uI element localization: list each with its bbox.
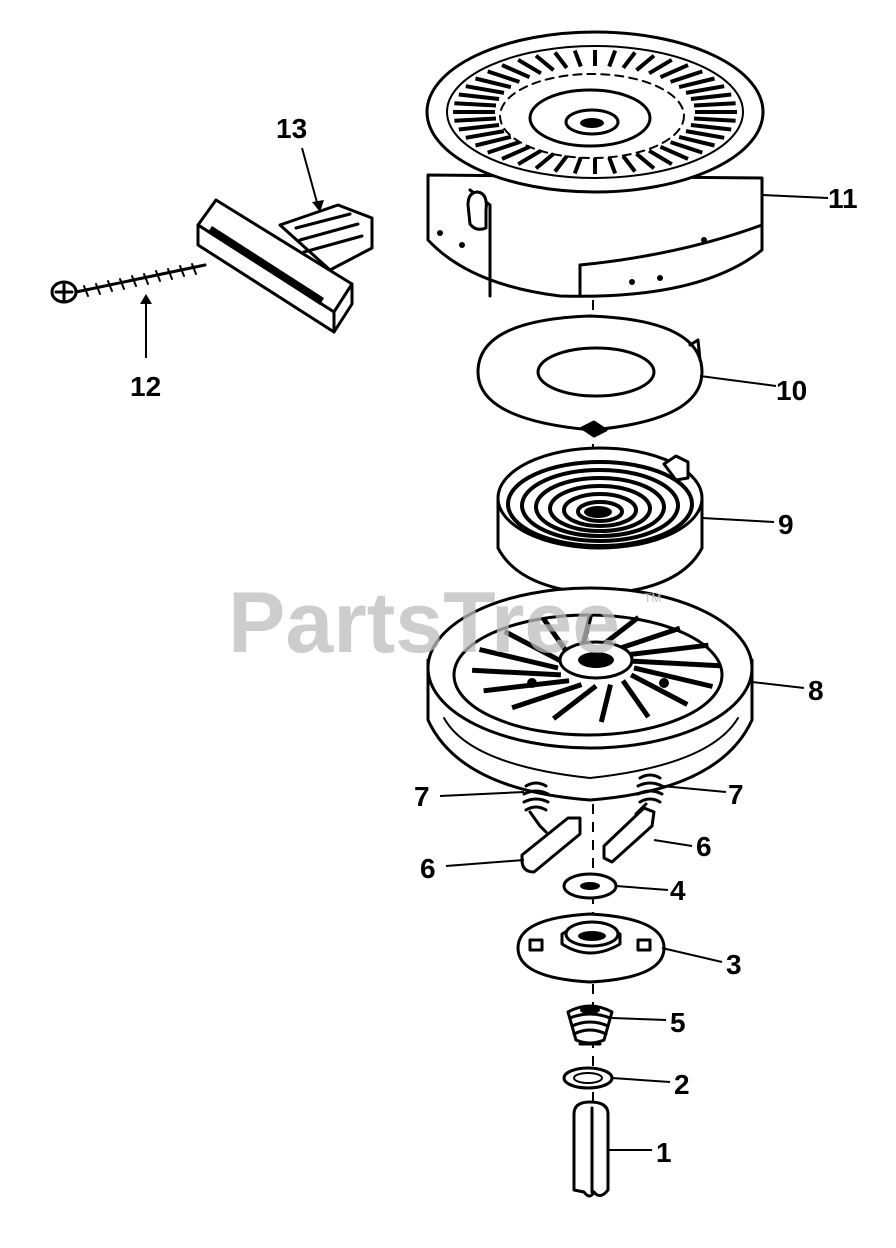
part-4-washer (562, 872, 618, 900)
housing-vent-slot (659, 144, 689, 161)
housing-vent-slot (693, 101, 736, 108)
callout-2: 2 (674, 1069, 690, 1100)
callout-7-left: 7 (414, 781, 430, 812)
housing-vent-slot (534, 152, 555, 170)
pulley-vane (633, 665, 714, 689)
housing-vent-slot (572, 49, 583, 68)
housing-vent-slot (607, 49, 618, 68)
pulley-vane (478, 647, 559, 671)
part-7-spring-left (522, 781, 550, 834)
spring-coil (562, 492, 638, 528)
callout-3: 3 (726, 949, 742, 980)
housing-vent-slot (517, 148, 542, 166)
housing-vent-slot (621, 51, 637, 70)
partstree-watermark: PartsTree TM (228, 575, 661, 671)
leader-lines (145, 147, 829, 1151)
housing-vent-slot (487, 69, 521, 84)
housing-vent-slot (572, 156, 583, 175)
callout-labels: 1 2 3 4 5 6 6 7 7 8 9 10 11 12 13 (130, 113, 858, 1168)
housing-vent-slot (517, 58, 542, 76)
watermark-text: PartsTree (228, 575, 620, 671)
pulley-vane (483, 678, 570, 694)
housing-vent-slot (458, 92, 500, 101)
part-2-ring (562, 1066, 614, 1090)
arrowhead-12 (140, 294, 152, 304)
callout-8: 8 (808, 675, 824, 706)
housing-vent-slot (685, 84, 725, 95)
spring-coil (520, 468, 680, 543)
pulley-vane (511, 682, 583, 711)
callout-5: 5 (670, 1007, 686, 1038)
housing-vent-slot (487, 140, 521, 155)
callout-7-right: 7 (728, 779, 744, 810)
callout-11: 11 (828, 183, 858, 214)
part-8-pulley (426, 586, 754, 802)
housing-vent-slot (501, 63, 531, 80)
part-9-recoil-spring (496, 446, 704, 596)
callout-6-left: 6 (420, 853, 436, 884)
callout-13: 13 (276, 113, 307, 144)
housing-vent-slot (607, 156, 618, 175)
part-13-handle (196, 198, 374, 334)
pulley-vane (620, 679, 651, 719)
pulley-vane (598, 684, 613, 723)
callout-4: 4 (670, 875, 686, 906)
pulley-vane (471, 667, 562, 678)
housing-vent-slot (685, 129, 725, 140)
callout-12: 12 (130, 371, 161, 402)
pulley-vane (503, 629, 563, 664)
housing-vent-slot (635, 54, 656, 72)
housing-vent-slot (501, 144, 531, 161)
spring-coil (576, 500, 624, 523)
spring-coil (506, 460, 694, 548)
part-3-retainer (516, 912, 666, 984)
housing-vent-slot (534, 54, 555, 72)
housing-vent-slot (454, 101, 497, 108)
housing-vent-slot (669, 69, 703, 84)
housing-vent-slot (454, 116, 497, 123)
part-6-pawl-right (602, 806, 656, 864)
housing-vent-slot (659, 63, 689, 80)
housing-vent-slot (465, 84, 505, 95)
pulley-vane (630, 658, 721, 669)
part-1-pin (572, 1100, 610, 1198)
housing-vent-slot (648, 58, 673, 76)
housing-vent-slot (678, 76, 715, 90)
spring-coil (548, 484, 652, 533)
callout-9: 9 (778, 509, 794, 540)
pulley-vane (551, 684, 598, 721)
housing-vent-slot (475, 134, 512, 148)
part-11-starter-housing (425, 30, 765, 298)
housing-vent-slot (475, 76, 512, 90)
housing-vent-slot (458, 123, 500, 132)
housing-vent-slot (678, 134, 715, 148)
housing-vent-slot (690, 123, 732, 132)
housing-vent-slot (621, 154, 637, 173)
housing-vent-slot (690, 92, 732, 101)
part-6-pawl-left (520, 816, 582, 874)
watermark-trademark: TM (644, 591, 661, 605)
housing-vent-slot (553, 51, 569, 70)
housing-vent-slot (635, 152, 656, 170)
part-10-plate (476, 314, 704, 438)
callout-10: 10 (776, 375, 807, 406)
housing-vent-slot (693, 116, 736, 123)
housing-vent-slot (553, 154, 569, 173)
spring-coil (534, 476, 666, 538)
housing-vent-slot (669, 140, 703, 155)
arrowhead-13 (312, 200, 324, 212)
part-5-spring (566, 1004, 614, 1046)
housing-vent-slot (648, 148, 673, 166)
pulley-vane (622, 642, 709, 658)
callout-6-right: 6 (696, 831, 712, 862)
housing-vent-slot (465, 129, 505, 140)
part-12-screw (50, 263, 207, 304)
pulley-vane (629, 672, 689, 707)
callout-1: 1 (656, 1137, 672, 1168)
